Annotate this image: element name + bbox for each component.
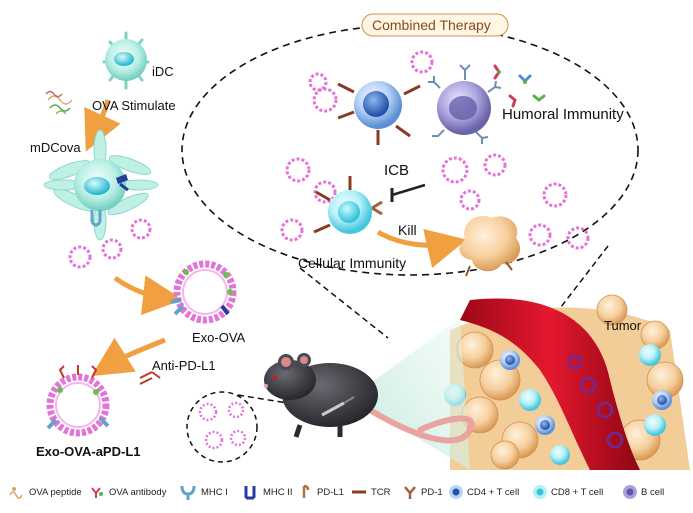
kill-label: Kill	[398, 222, 417, 238]
anti-pd-l1-label: Anti-PD-L1	[152, 358, 216, 373]
legend-item-pd-1: PD-1	[402, 484, 443, 500]
ova-antibody-icon	[91, 487, 103, 498]
ova-peptide-cluster	[45, 90, 73, 115]
combined-therapy-region	[181, 13, 639, 276]
legend-item-cd8-t-cell: CD8 + T cell	[532, 484, 603, 500]
tumor-label: Tumor	[604, 318, 642, 333]
injection-inset	[186, 391, 258, 463]
pd-l1-icon	[302, 484, 310, 498]
ova-stimulate-label: OVA Stimulate	[92, 98, 176, 113]
legend-item-pd-l1: PD-L1	[300, 484, 344, 500]
exosome-group-ellipse	[280, 50, 590, 250]
cd8-t-cell-main	[313, 176, 383, 234]
tumor-tissue	[444, 294, 690, 470]
legend: OVA peptide OVA antibody MHC I MHC II PD…	[0, 478, 693, 506]
ova-peptide-icon	[9, 487, 23, 499]
b-cell	[428, 64, 502, 144]
icb-label: ICB	[384, 162, 410, 179]
mhc-i-icon	[180, 485, 196, 500]
exo-ova-apd-l1-label: Exo-OVA-aPD-L1	[36, 444, 141, 459]
legend-item-cd4-t-cell: CD4 + T cell	[448, 484, 519, 500]
legend-item-b-cell: B cell	[622, 484, 664, 500]
legend-item-ova-antibody: OVA antibody	[88, 484, 166, 500]
combined-therapy-title: Combined Therapy	[372, 17, 491, 33]
zoom-beam	[368, 318, 470, 470]
ova-antibodies	[493, 64, 546, 108]
icb-inhibitor-line	[391, 183, 426, 197]
legend-item-mhc-ii: MHC II	[242, 484, 293, 500]
exo-ova-exosome	[170, 260, 237, 324]
anti-pd-l1-antibody	[139, 371, 161, 385]
tumor-cd4-cells	[500, 350, 672, 435]
legend-item-mhc-i: MHC I	[178, 484, 228, 500]
antibody-arrow	[91, 337, 166, 376]
cd8-t-cell-icon	[533, 485, 547, 499]
mdcova-cell	[43, 129, 159, 241]
tumor-cd8-cells	[444, 344, 666, 465]
idc-cell	[102, 31, 150, 90]
kill-arrow	[376, 229, 467, 269]
mdcova-label: mDCova	[30, 140, 81, 155]
tcr-icon	[352, 490, 366, 494]
idc-label: iDC	[152, 64, 174, 79]
blood-vessel	[460, 298, 640, 470]
b-cell-icon	[623, 485, 637, 499]
pd-1-icon	[404, 486, 416, 499]
cellular-immunity-label: Cellular Immunity	[298, 255, 407, 271]
mhc-ii-icon	[244, 486, 256, 500]
legend-item-ova-peptide: OVA peptide	[8, 484, 82, 500]
exo-ova-label: Exo-OVA	[192, 330, 246, 345]
exo-ova-apd-l1-exosome	[46, 365, 110, 437]
cd4-t-cell-top	[337, 81, 421, 145]
legend-item-tcr: TCR	[350, 484, 391, 500]
stimulate-arrow	[84, 99, 121, 152]
mouse	[264, 353, 475, 444]
cd4-t-cell-icon	[449, 485, 463, 499]
exo-arrow	[113, 275, 183, 316]
exosome-small-group-1	[68, 218, 152, 269]
humoral-immunity-label: Humoral Immunity	[502, 106, 624, 123]
tumor-cell-target	[459, 216, 521, 277]
